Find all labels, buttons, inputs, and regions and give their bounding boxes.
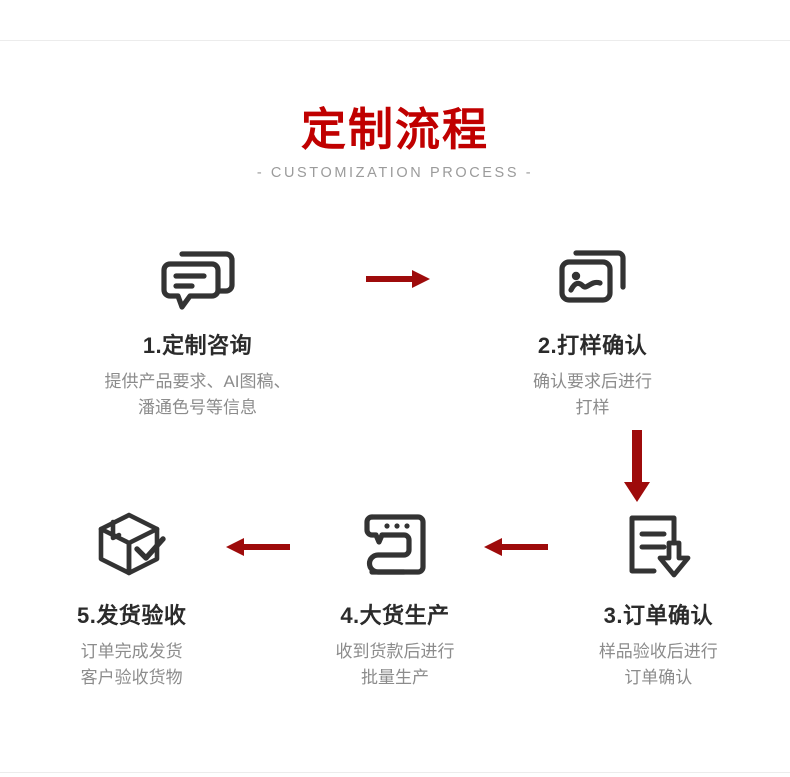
step-description: 确认要求后进行 打样	[533, 372, 652, 418]
step-card-1: 1.定制咨询 提供产品要求、AI图稿、 潘通色号等信息	[0, 232, 395, 432]
page-subtitle: - CUSTOMIZATION PROCESS -	[256, 164, 534, 181]
bottom-divider	[0, 772, 790, 773]
chat-bubbles-icon	[160, 232, 236, 318]
step-description: 收到货款后进行 批量生产	[335, 642, 455, 688]
page-title: 定制流程	[300, 104, 489, 155]
top-divider	[0, 40, 790, 41]
sewing-machine-icon	[359, 502, 431, 588]
steps-row-bottom: 5.发货验收 订单完成发货 客户验收货物 4.大货生产 收到货款后进行 批量生产	[0, 502, 790, 702]
document-download-icon	[624, 502, 692, 588]
step-description: 提供产品要求、AI图稿、 潘通色号等信息	[104, 372, 291, 418]
steps-row-top: 1.定制咨询 提供产品要求、AI图稿、 潘通色号等信息 2.打样确认 确认要求后…	[0, 232, 790, 432]
arrow-step1-to-step2	[366, 266, 430, 292]
arrow-step2-to-step3	[620, 430, 654, 502]
step-title: 2.打样确认	[537, 333, 648, 358]
step-title: 1.定制咨询	[142, 333, 253, 358]
step-title: 3.订单确认	[603, 603, 713, 628]
step-title: 5.发货验收	[76, 603, 187, 628]
arrow-step3-to-step4	[484, 534, 548, 560]
step-card-4: 4.大货生产 收到货款后进行 批量生产	[263, 502, 526, 702]
step-card-2: 2.打样确认 确认要求后进行 打样	[395, 232, 790, 432]
step-description: 样品验收后进行 订单确认	[598, 642, 718, 688]
step-card-3: 3.订单确认 样品验收后进行 订单确认	[527, 502, 790, 702]
box-check-icon	[93, 502, 171, 588]
step-card-5: 5.发货验收 订单完成发货 客户验收货物	[0, 502, 263, 702]
arrow-step4-to-step5	[226, 534, 290, 560]
heading-block: 定制流程 - CUSTOMIZATION PROCESS -	[0, 104, 790, 181]
image-stack-icon	[556, 232, 630, 318]
step-title: 4.大货生产	[340, 603, 450, 628]
step-description: 订单完成发货 客户验收货物	[80, 642, 183, 688]
